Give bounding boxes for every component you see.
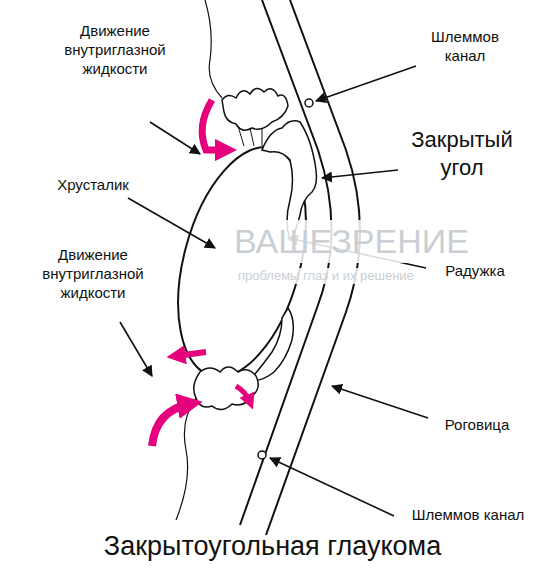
- leader-arrow: [270, 458, 394, 516]
- leader-arrow: [150, 122, 200, 154]
- sclera-edge: [176, 398, 196, 520]
- sclera-edge: [205, 0, 222, 98]
- ciliary-body-lower: [194, 367, 259, 410]
- leader-arrow: [120, 322, 152, 376]
- fluid-flow-arrow: [236, 386, 250, 402]
- leader-arrow: [128, 198, 215, 248]
- part-label: Хрусталик: [48, 176, 138, 195]
- leader-arrow: [316, 66, 416, 101]
- zonule-fibers: [238, 126, 262, 146]
- part-label: Роговица: [432, 416, 522, 435]
- leader-arrow: [332, 386, 428, 418]
- part-label: Шлеммов канал: [420, 28, 510, 66]
- fluid-flow-arrow: [202, 100, 226, 150]
- watermark: проблемы глаз и их решение: [236, 268, 416, 284]
- part-label: Радужка: [430, 262, 520, 281]
- ciliary-body-upper: [222, 88, 288, 130]
- fluid-flow-arrow: [176, 352, 206, 356]
- iris-lower: [250, 308, 293, 380]
- schlemm-canal: [305, 99, 313, 107]
- part-label: Закрытый угол: [402, 126, 522, 181]
- watermark: ВАШЕЗРЕНИЕ: [232, 220, 471, 263]
- leader-arrow: [322, 170, 398, 178]
- fluid-flow-arrow: [152, 404, 190, 446]
- flow-label: Движение внутриглазной жидкости: [28, 246, 158, 302]
- flow-label: Движение внутриглазной жидкости: [50, 22, 180, 78]
- part-label: Шлеммов канал: [398, 506, 538, 525]
- schlemm-canal: [258, 451, 266, 459]
- caption: Закрытоугольная глаукома: [10, 530, 535, 564]
